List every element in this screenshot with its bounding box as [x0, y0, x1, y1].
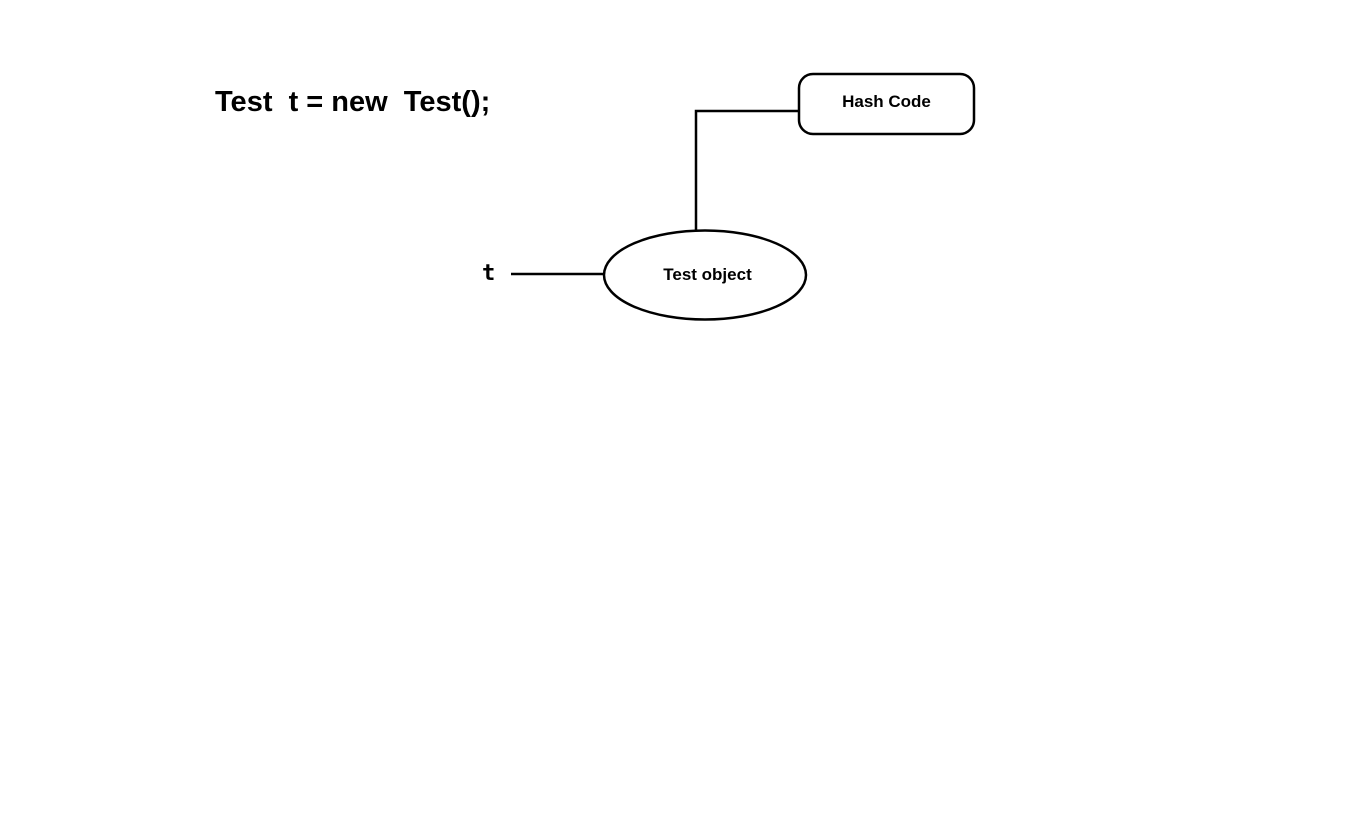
code-statement: Test t = new Test(); [215, 86, 491, 118]
object-ellipse [602, 229, 808, 321]
hash-connector [694, 109, 800, 231]
object-node-label: Test object [663, 265, 752, 284]
hash-code-box [797, 72, 976, 136]
hash-code-label: Hash Code [842, 92, 931, 111]
reference-variable-label: t [482, 261, 496, 286]
